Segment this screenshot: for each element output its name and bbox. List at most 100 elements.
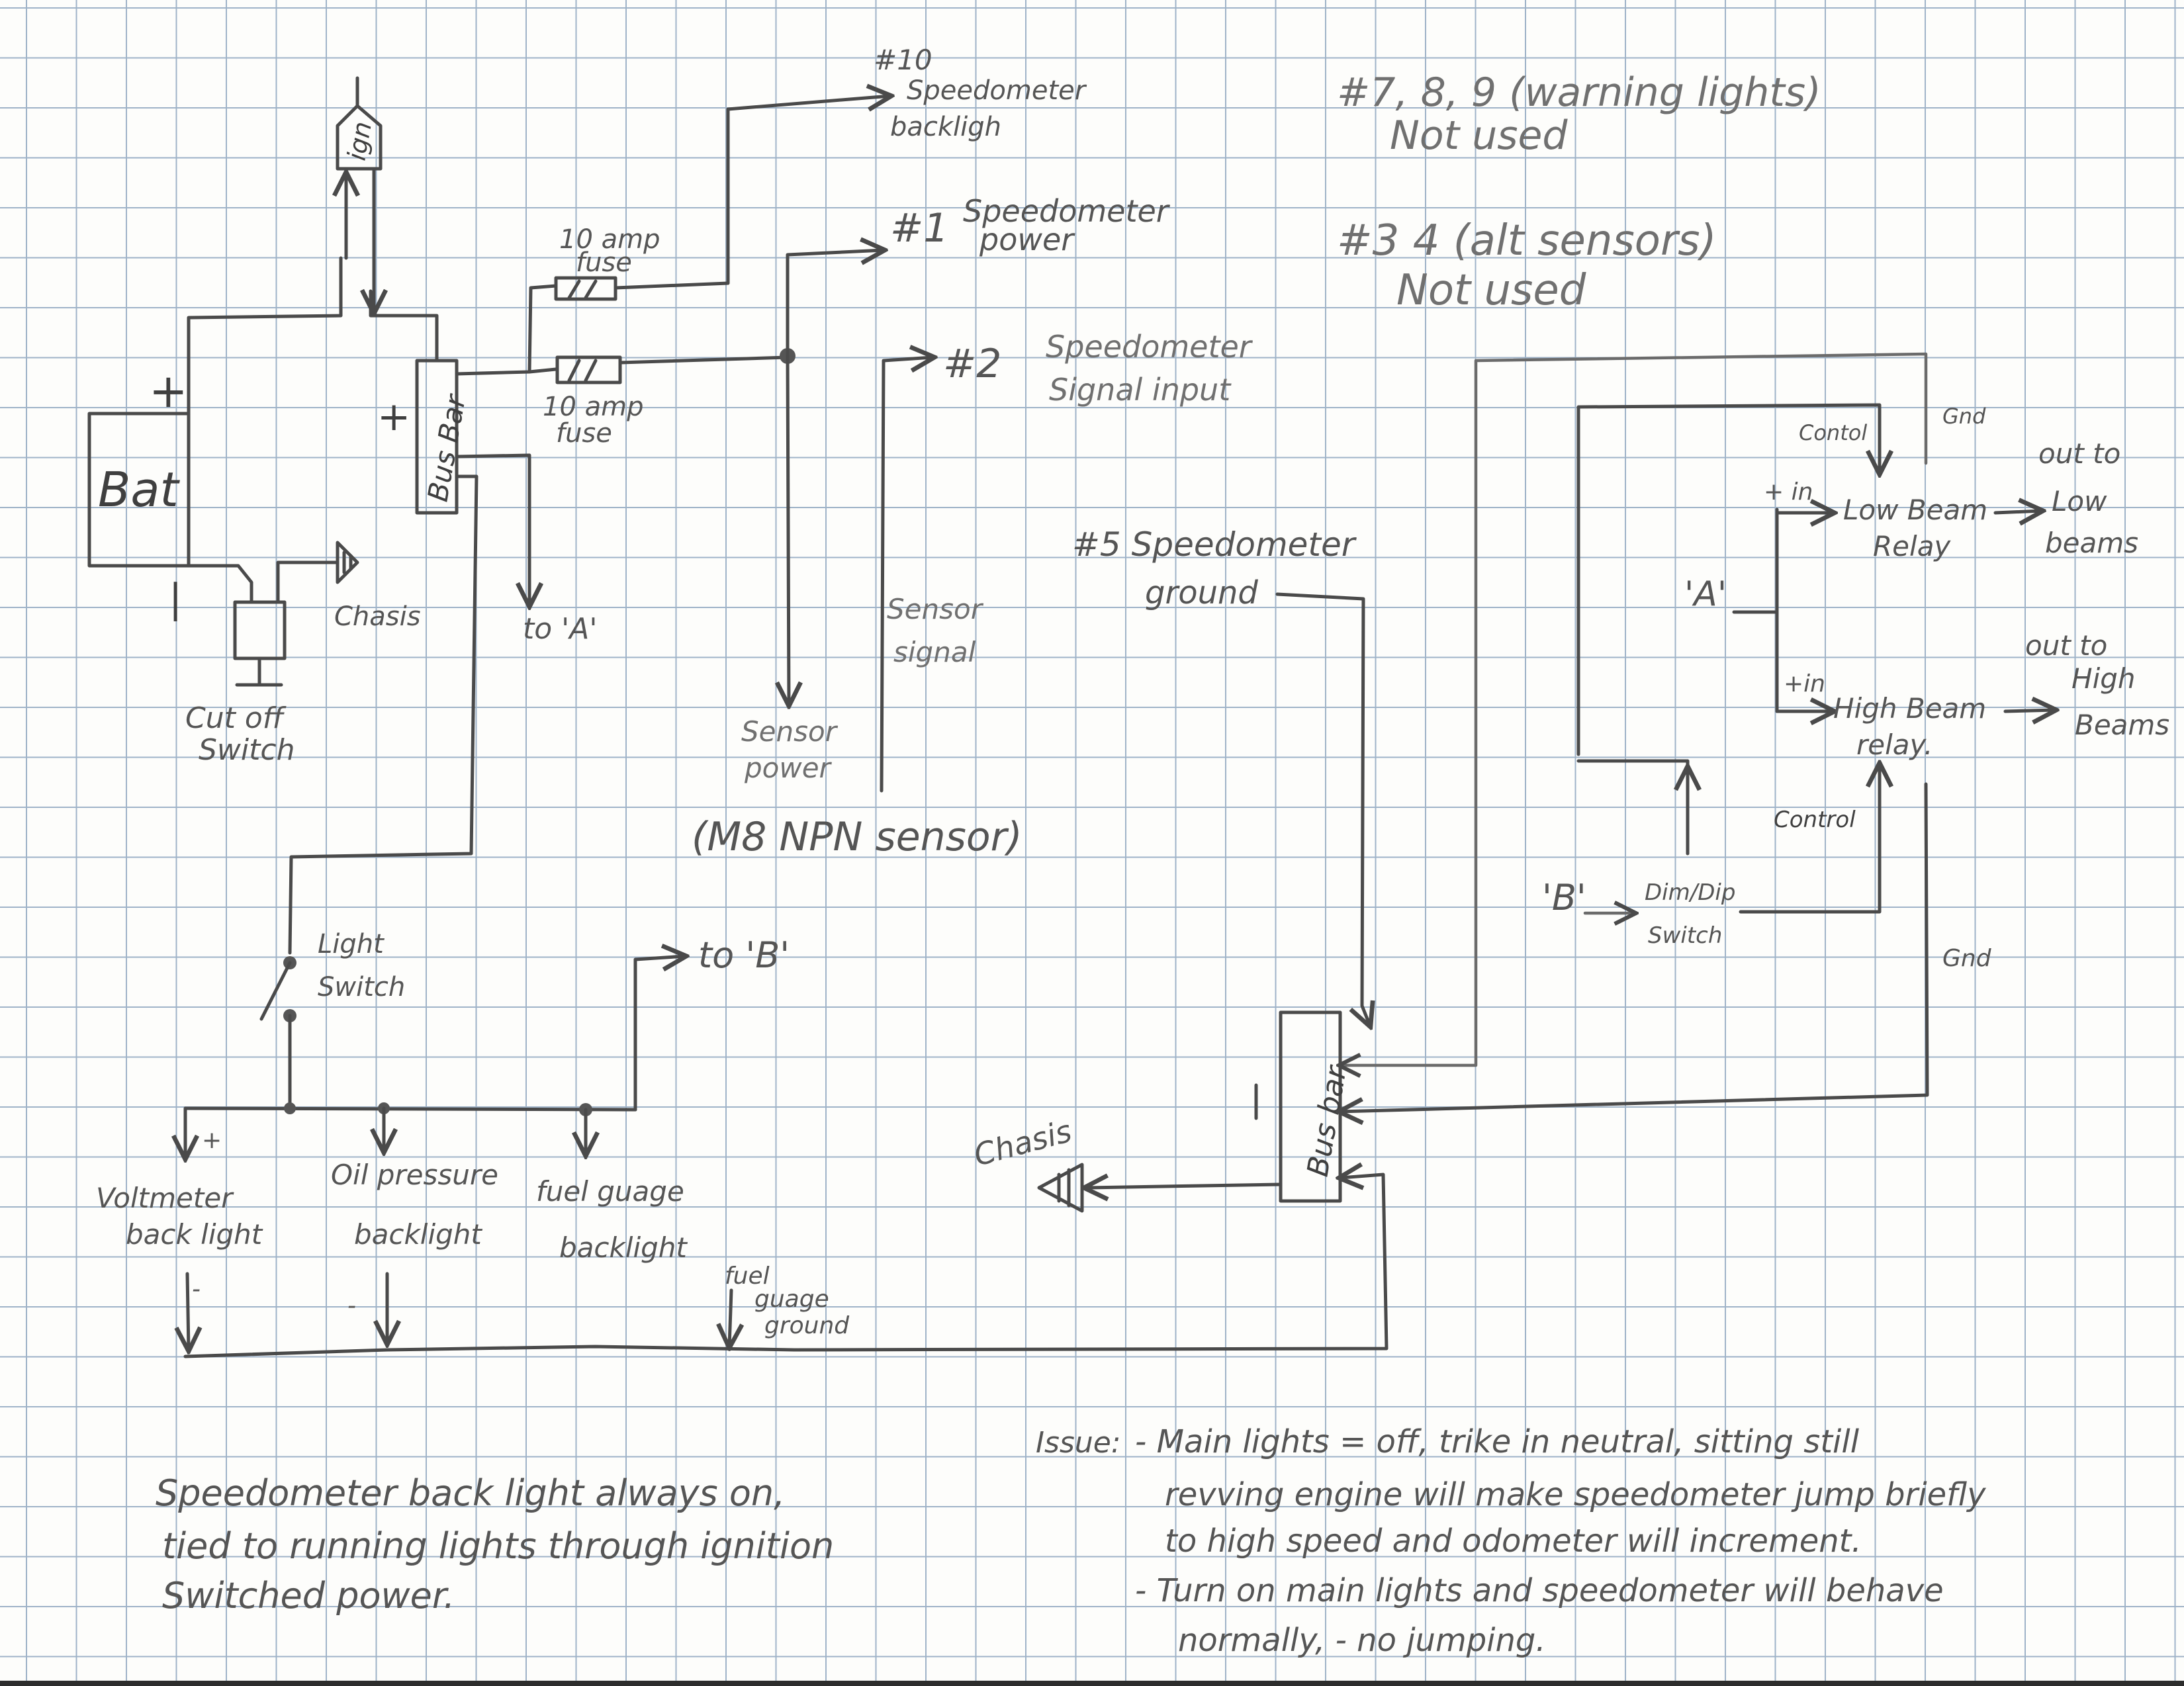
oil-label-1: Oil pressure (331, 1159, 498, 1191)
note-warning-line1: #7, 8, 9 (warning lights) (1337, 69, 1821, 116)
scan-edge (0, 1681, 2184, 1686)
dimmer-label-1: Dim/Dip (1645, 879, 1735, 906)
low-gnd-label: Gnd (1942, 404, 1986, 429)
oil-minus: - (347, 1292, 356, 1319)
pin1-label-1: Speedometer (963, 193, 1171, 229)
light-switch (259, 956, 296, 1022)
sensor-signal-label-2: signal (893, 636, 976, 668)
cutoff-switch-label-2: Switch (199, 733, 295, 767)
low-relay-label-1: Low Beam (1843, 494, 1987, 526)
chassis-ground-top (336, 541, 359, 584)
low-out-label-3: beams (2045, 527, 2138, 559)
fuel-ground-label-1: fuel (725, 1263, 770, 1290)
high-relay-label-2: relay. (1856, 729, 1933, 761)
oil-label-2: backlight (354, 1218, 482, 1251)
wire-battery-positive (187, 256, 343, 416)
wire-bottom-fuse-to-junction (618, 355, 790, 365)
wire-sensor-signal (880, 357, 933, 793)
fuse-bottom (555, 355, 622, 384)
cutoff-switch-label-1: Cut off (185, 701, 287, 735)
light-switch-label-1: Light (318, 929, 385, 959)
wire-dimmer-to-low-control (1576, 759, 1690, 852)
wire-to-a (455, 453, 529, 605)
wire-high-beam-gnd (1340, 782, 1929, 1112)
low-relay-label-2: Relay (1873, 530, 1951, 562)
dimmer-label-2: Switch (1648, 922, 1722, 949)
to-b-label: to 'B' (698, 934, 790, 976)
pin1-label-2: power (979, 222, 1075, 257)
pin5-label-1: Speedometer (1132, 525, 1357, 564)
fuel-label-1: fuel guage (536, 1175, 684, 1208)
high-control-label: Control (1774, 807, 1856, 833)
fuse-top-label-1: 10 amp (559, 224, 660, 255)
ignition-switch: ign (336, 76, 383, 171)
high-gnd-label: Gnd (1942, 945, 1992, 972)
chassis-bottom-label: Chasis (970, 1113, 1075, 1173)
wire-busbar-to-chassis (1085, 1184, 1283, 1188)
wire-busbar-to-light-switch (288, 474, 478, 955)
pin5-number-label-1: #5 Speedometer (1072, 525, 1357, 564)
wire-a-feed (1732, 508, 1779, 713)
wire-fuel-ground (729, 1288, 731, 1347)
low-in-label: + in (1764, 478, 1813, 506)
wire-top-fuse-to-pin10 (614, 96, 890, 290)
pin2-label-2: Signal input (1049, 372, 1232, 408)
b-label: 'B' (1542, 877, 1586, 918)
high-in-label: +in (1784, 670, 1825, 697)
low-out-label-1: out to (2038, 437, 2120, 470)
pin2-number: #2 (943, 341, 1001, 387)
wire-to-b (633, 956, 685, 1112)
negative-bus-bar-label: Bus bar (1301, 1062, 1354, 1179)
wire-voltmeter-ground (187, 1272, 189, 1350)
wire-to-top-fuse (527, 284, 558, 374)
wire-cutoff-to-chassis (276, 560, 340, 604)
high-out-label-3: Beams (2075, 709, 2169, 741)
fuel-ground-label-3: ground (764, 1312, 850, 1339)
wire-pin5-ground (1275, 592, 1370, 1026)
pin10-label-2: backligh (890, 112, 1001, 142)
sensor-power-label-2: power (744, 752, 833, 784)
cutoff-switch (233, 600, 287, 687)
positive-bus-bar: Bus Bar + (377, 359, 473, 515)
pin10-label-1: Speedometer (907, 75, 1087, 106)
voltmeter-label-1: Voltmeter (96, 1182, 234, 1214)
note-alt-line1: #3 4 (alt sensors) (1337, 216, 1717, 265)
chassis-top-label: Chasis (334, 601, 421, 632)
fuse-top (554, 276, 617, 301)
chassis-ground-bottom (1037, 1163, 1084, 1213)
wire-busbar-to-fuses (455, 367, 558, 376)
issue-line-1: - Main lights = off, trike in neutral, s… (1135, 1423, 1860, 1460)
battery-label: Bat (98, 462, 181, 517)
wire-dimmer-to-high-control (1739, 764, 1880, 914)
wire-to-pin1 (786, 250, 884, 358)
wire-to-sensor-power (788, 354, 789, 705)
wire-low-out (1993, 511, 2042, 513)
fuse-bottom-label-2: fuse (556, 418, 612, 449)
battery: Bat + | (87, 364, 191, 622)
pin1-number: #1 (890, 205, 948, 251)
wire-low-beam-control (1576, 403, 1880, 756)
low-out-label-2: Low (2052, 485, 2107, 517)
issue-line-5: normally, - no jumping. (1178, 1622, 1546, 1659)
high-relay-label-1: High Beam (1833, 692, 1986, 725)
issue-line-2: revving engine will make speedometer jum… (1165, 1476, 1986, 1513)
pin5-number: #5 (1072, 525, 1121, 564)
fuse-bottom-label-1: 10 amp (543, 392, 643, 422)
gauge-power-rail (183, 1014, 637, 1112)
issue-line-3: to high speed and odometer will incremen… (1165, 1523, 1862, 1560)
battery-minus-label: | (169, 576, 182, 622)
battery-plus-label: + (149, 364, 188, 418)
note-issue: Issue: - Main lights = off, trike in neu… (1036, 1423, 1986, 1659)
fuel-label-2: backlight (559, 1231, 688, 1264)
sensor-model-label: (M8 NPN sensor) (692, 814, 1023, 860)
issue-line-4: - Turn on main lights and speedometer wi… (1135, 1572, 1944, 1609)
note-backlight-line-3: Switched power. (162, 1575, 455, 1617)
voltmeter-minus: - (192, 1276, 201, 1303)
ground-return-rail (183, 1175, 1388, 1358)
wire-high-out (2003, 710, 2055, 711)
fuel-ground-label-2: guage (754, 1286, 829, 1313)
high-out-label-1: out to (2025, 629, 2107, 662)
issue-label: Issue: (1036, 1426, 1121, 1460)
